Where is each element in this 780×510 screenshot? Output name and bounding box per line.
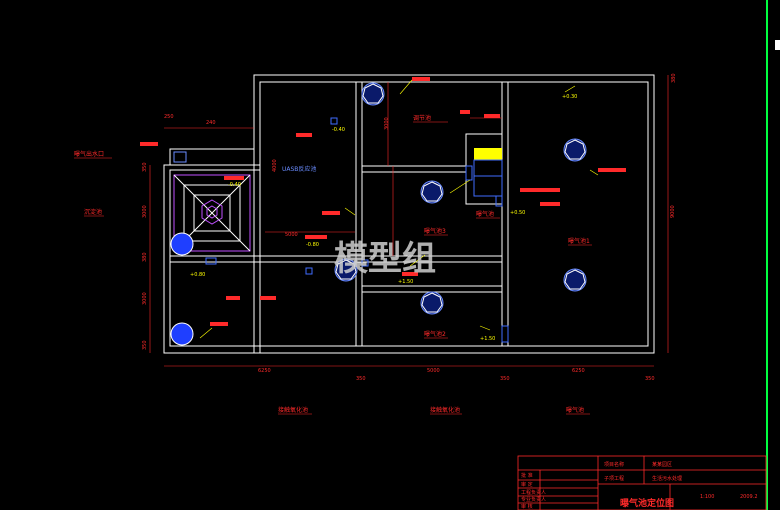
dim-text: 6250 <box>258 368 271 374</box>
watermark: 模型组 <box>334 239 436 279</box>
tb-sub-label: 子项工程 <box>604 475 624 482</box>
title-block <box>517 455 767 510</box>
aerator-icon <box>420 291 444 315</box>
tb-row-2: 审 定 <box>521 481 533 488</box>
label-sludge-tank: 沉淀池 <box>84 208 102 216</box>
elevation-text: +0.50 <box>510 210 525 216</box>
dim-text: 9000 <box>670 205 676 218</box>
aerator-icon <box>420 180 444 204</box>
label-underlines <box>74 121 592 415</box>
elevation-text: -0.40 <box>332 127 345 133</box>
elevation-text: -0.40 <box>228 182 241 188</box>
elevation-text: +0.80 <box>190 272 205 278</box>
dim-text: 3000 <box>142 292 148 305</box>
partition-walls <box>170 82 509 346</box>
dim-text: 240 <box>206 120 216 126</box>
dim-text: 380 <box>142 252 148 262</box>
dim-text: 350 <box>500 376 510 382</box>
building-outline <box>163 74 655 354</box>
elevation-text: +1.50 <box>398 279 413 285</box>
dim-text: 6250 <box>572 368 585 374</box>
tb-row-4: 专业负责人 <box>521 496 546 503</box>
dim-text: 4000 <box>272 159 278 172</box>
dim-text: 3000 <box>384 117 390 130</box>
bar-screen <box>465 133 503 205</box>
tb-row-3: 工程负责人 <box>521 489 546 496</box>
label-outlet: 曝气出水口 <box>74 150 104 158</box>
leader-lines <box>199 79 599 339</box>
elevation-text: +0.30 <box>562 94 577 100</box>
tb-drawing-title: 曝气池定位图 <box>620 497 674 509</box>
aerator-icon <box>361 82 385 106</box>
dim-text: 250 <box>164 114 174 120</box>
tb-sub-value: 生活污水处理 <box>652 475 682 482</box>
label-aeration-4: 曝气池 <box>476 210 494 218</box>
label-aeration-3: 曝气池3 <box>424 227 446 235</box>
tb-date: 2009.2 <box>740 494 758 500</box>
label-bottom-c: 曝气池 <box>566 406 584 414</box>
tb-row-5: 审 核 <box>521 503 533 510</box>
label-aeration-1: 曝气池1 <box>568 237 590 245</box>
dim-text: 380 <box>671 73 677 83</box>
dim-text: 350 <box>142 340 148 350</box>
aerator-icon <box>563 138 587 162</box>
dim-text: 350 <box>142 162 148 172</box>
dim-text: 350 <box>356 376 366 382</box>
tb-project-value: 某某园区 <box>652 462 672 468</box>
tb-project-label: 项目名称 <box>604 461 624 468</box>
dim-text: 3000 <box>142 205 148 218</box>
inlet-channel <box>169 148 255 166</box>
aerator-icon <box>334 258 358 282</box>
dim-text: 5000 <box>285 232 298 238</box>
tb-row-1: 批 准 <box>521 472 533 479</box>
label-regulating-tank: 调节池 <box>413 114 431 122</box>
aerator-icon <box>170 232 194 256</box>
aerators <box>170 82 587 346</box>
elevation-text: +1.50 <box>480 336 495 342</box>
scroll-indicator[interactable] <box>775 40 780 50</box>
dimension-lines <box>149 75 669 367</box>
label-uasb: UASB反应池 <box>282 165 316 173</box>
label-bottom-a: 接触氧化池 <box>278 406 308 414</box>
dim-text: 350 <box>645 376 655 382</box>
label-bottom-b: 接触氧化池 <box>430 406 460 414</box>
aerator-icon <box>170 322 194 346</box>
pipe-connections <box>205 117 509 343</box>
elevation-text: -0.80 <box>306 242 319 248</box>
label-aeration-2: 曝气池2 <box>424 330 446 338</box>
dim-text: 5000 <box>427 368 440 374</box>
tb-scale: 1:100 <box>700 494 714 500</box>
aerator-icon <box>563 268 587 292</box>
annotation-marks <box>140 77 626 326</box>
